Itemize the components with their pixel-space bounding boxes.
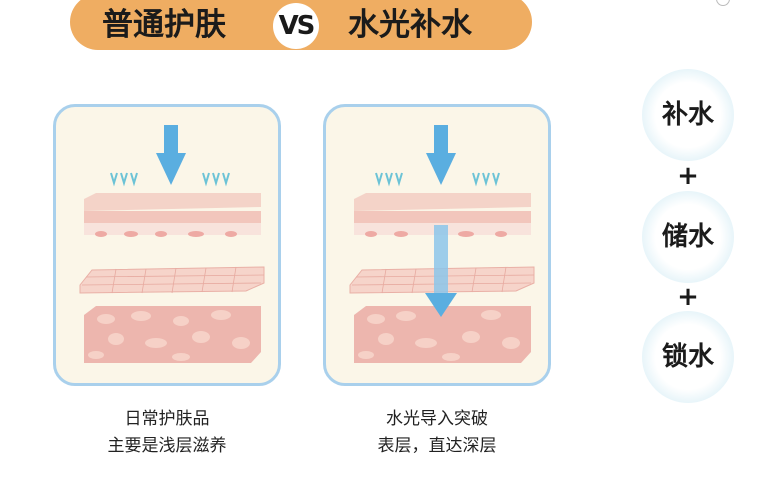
decorative-curl-icon xyxy=(716,0,730,6)
subcutaneous-layer xyxy=(354,306,531,363)
caption-line: 主要是浅层滋养 xyxy=(107,436,227,456)
penetrating-arrow-icon xyxy=(425,225,457,317)
title-normal-skincare: 普通护肤 xyxy=(102,7,226,43)
caption-line: 水光导入突破 xyxy=(386,409,488,429)
dermis-mesh-layer xyxy=(79,266,265,294)
big-arrow-icon xyxy=(426,125,456,185)
step-lock-bubble: 锁水 xyxy=(642,311,734,403)
plus-sign: + xyxy=(677,282,699,312)
subcutaneous-layer xyxy=(84,306,261,363)
panel-water-light xyxy=(323,104,551,386)
skin-layers-illustration xyxy=(79,125,265,363)
caption-water-light: 水光导入突破 表层，直达深层 xyxy=(307,406,567,460)
big-arrow-icon xyxy=(156,125,186,185)
caption-normal-skincare: 日常护肤品 主要是浅层滋养 xyxy=(37,406,297,460)
step-store-bubble: 储水 xyxy=(642,191,734,283)
plus-sign: + xyxy=(677,161,699,191)
skin-layers-illustration xyxy=(349,125,535,363)
vs-badge: VS xyxy=(273,3,319,49)
small-arrows-icon xyxy=(110,172,230,187)
caption-line: 日常护肤品 xyxy=(124,409,210,429)
panel-normal-skincare xyxy=(53,104,281,386)
step-hydrate-bubble: 补水 xyxy=(642,69,734,161)
small-arrows-icon xyxy=(375,172,500,187)
title-water-light: 水光补水 xyxy=(348,7,472,43)
epidermis-layer xyxy=(84,193,261,237)
caption-line: 表层，直达深层 xyxy=(377,436,497,456)
